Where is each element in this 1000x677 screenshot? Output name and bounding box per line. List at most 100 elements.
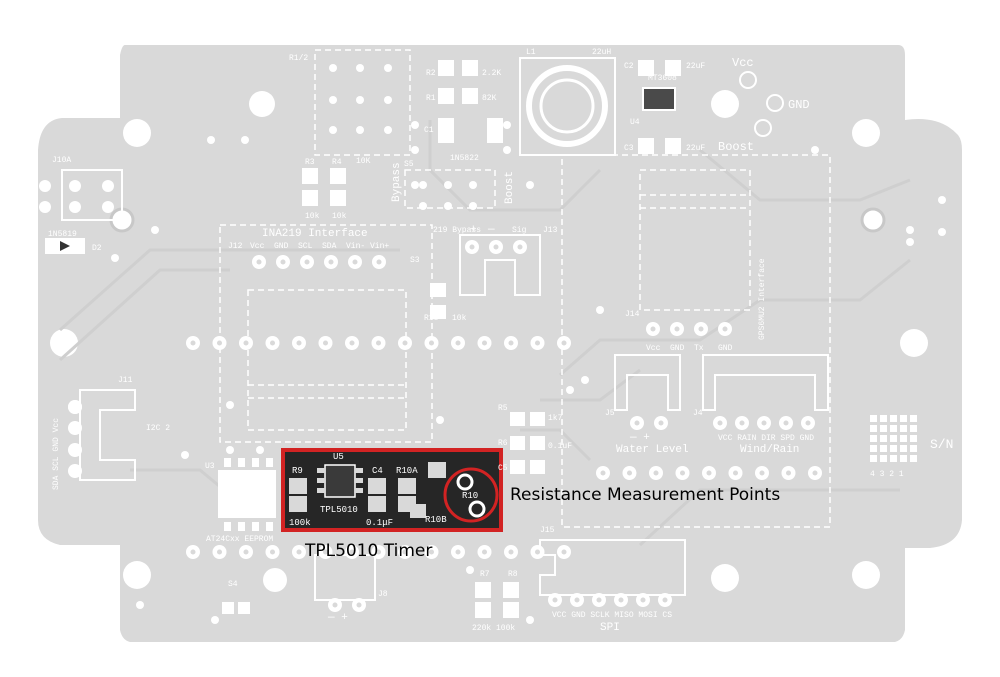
spi-pin-hole-drill [552,597,558,603]
label-wind-pins: VCC RAIN DIR SPD GND [718,434,814,443]
label-r9-val: 100k [289,518,311,528]
label-r8: R8 [508,570,518,579]
feather-header-top-hole-drill [561,340,567,346]
label-j11-pins: SDA SCL GND Vcc [52,418,61,490]
sn-cell [900,445,907,452]
eeprom-pins [224,458,273,531]
label-c2-val: 22uF [686,62,705,71]
label-d1: 1N5822 [450,154,479,163]
sn-cell [890,455,897,462]
sn-cell [870,415,877,422]
vias [111,136,946,624]
feather-header-bottom-hole-drill [190,549,196,555]
j10a-pin-hole [39,180,51,192]
c1-pin [503,146,511,154]
feather-header-top-hole-drill [429,340,434,346]
header-holes [39,121,822,612]
label-10k-pot: 10K [356,157,371,166]
j13-pin-hole-drill [517,244,523,250]
label-gnd: GND [788,98,810,112]
diode-symbol [60,241,70,251]
j11-pin-hole [68,400,82,414]
j11-pin-hole [68,443,82,457]
label-j8-pm: — + [327,612,348,624]
label-j15: J15 [540,526,555,535]
sn-cell [890,435,897,442]
sn-cell [910,425,917,432]
tpl5010-labels: U5 R9 C4 R10A R10 R10B TPL5010 100k 0.1μ… [289,452,478,528]
feather-header-bottom-hole-drill [217,549,222,555]
label-spi: SPI [600,622,620,634]
label-j4: J4 [693,409,703,418]
tpl5010-chip [324,464,356,498]
mounting-hole [123,561,151,589]
feather-header-top-hole-drill [455,340,461,346]
water-level-pin-hole-drill [658,420,664,426]
label-boost: Boost [718,140,754,154]
label-vcc: Vcc [732,56,754,70]
label-r6-val: 1k7 [548,414,563,423]
j10a-pin-hole [102,201,114,213]
label-water-level: Water Level [616,444,689,456]
label-r2: R2 [426,69,436,78]
feather-header-bottom-hole-drill [482,549,487,555]
feather-header-top-hole-drill [376,340,381,346]
feather-header-top-hole-drill [482,340,487,346]
feather-header-top-hole-drill [243,340,249,346]
s5-pin [444,181,452,189]
ina219-pin-label: SDA [322,242,337,251]
ina219-pin-hole-drill [256,259,262,265]
label-r3: R3 [305,158,315,167]
feather-header-bottom-hole-drill [243,549,249,555]
gps-pin-label: GND [718,344,733,353]
feather-header-top-hole-drill [508,340,514,346]
gps-pin-hole-drill [674,326,680,332]
gps-pin-hole-drill [722,326,728,332]
wind-rain-pin-hole-drill [717,420,723,426]
ina219-pin-label: Vcc [250,242,265,251]
right-header-hole-drill [759,470,765,476]
serial-number-grid [870,415,917,462]
feather-header-top-hole-drill [402,340,408,346]
spi-pin-hole-drill [596,597,602,603]
feather-header-bottom-hole-drill [429,549,434,555]
label-c1: C1 [424,126,434,135]
label-ina-title: INA219 Interface [262,228,368,240]
wind-rain-pin-hole-drill [805,420,811,426]
label-c4: C4 [372,466,383,476]
spi-pin-hole-drill [618,597,624,603]
feather-header-top-hole-drill [270,340,275,346]
label-s4: S4 [228,580,238,589]
eeprom-chip [218,470,276,518]
label-r10a: R10A [396,466,418,476]
mounting-hole [852,119,880,147]
right-header-hole-drill [786,470,791,476]
spi-pin-hole-drill [640,597,646,603]
label-j13: J13 [543,226,558,235]
vcc-pad [739,71,757,89]
sn-cell [870,445,877,452]
label-r7r8-vals: 220k 100k [472,624,515,633]
s5-pin [444,202,452,210]
gps-pin-label: Vcc [646,344,661,353]
ina219-pin-hole-drill [304,259,310,265]
label-j5: J5 [605,409,615,418]
gps-pin-label: GND [670,344,685,353]
right-header-hole-drill [600,470,606,476]
label-l1-val: 22uH [592,48,611,57]
sn-cell [880,435,887,442]
label-spi-pins: VCC GND SCLK MISO MOSI CS [552,611,672,620]
ina219-pin-label: Vin- [346,242,365,251]
feather-header-bottom-hole-drill [535,549,540,555]
feather-header-bottom-hole-drill [508,549,514,555]
label-r1: R1 [426,94,436,103]
feather-header-bottom-hole-drill [376,549,381,555]
label-ina-j12: J12 [228,242,243,251]
label-s5: S5 [404,160,414,169]
feather-header-top-hole-drill [323,340,328,346]
label-j13-plus: + [470,224,477,236]
feather-header-bottom-hole-drill [296,549,302,555]
label-r10: R10 [462,491,478,501]
